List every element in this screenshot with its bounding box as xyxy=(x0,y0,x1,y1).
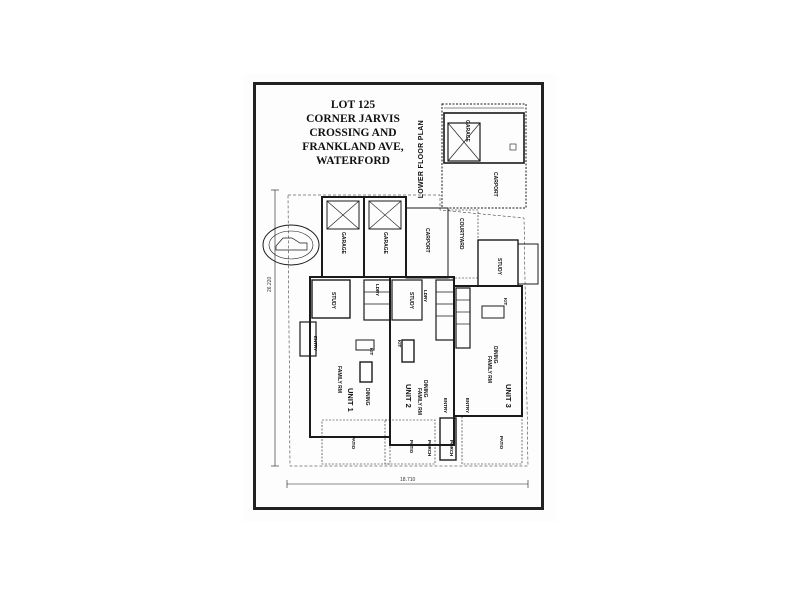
patio-2-label: PATIO xyxy=(409,440,414,454)
porch-3-label: PORCH xyxy=(449,440,454,456)
patio-1-label: PATIO xyxy=(351,436,356,450)
unit-1-walls xyxy=(299,276,391,465)
title-line-1: LOT 125 xyxy=(330,99,376,111)
garage-1-label: GARAGE xyxy=(340,232,346,255)
title-block: LOT 125 CORNER JARVIS CROSSING AND FRANK… xyxy=(290,98,416,168)
kit-1-label: KIT xyxy=(369,348,374,356)
title-line-4: FRANKLAND AVE, xyxy=(302,141,404,153)
courtyard-label: COURTYARD xyxy=(458,218,464,250)
entry-2-label: ENTRY xyxy=(443,398,448,413)
builder-seal xyxy=(262,224,320,266)
dining-1-label: DINING xyxy=(364,388,370,406)
overall-width-dimension: 18.710 xyxy=(400,477,416,483)
dining-2-label: DINING xyxy=(422,380,428,398)
garage-2-label: GARAGE xyxy=(382,232,388,255)
kit-2-label: KIT xyxy=(397,340,402,348)
title-line-5: WATERFORD xyxy=(316,155,390,167)
ldry-1-label: LDRY xyxy=(375,284,380,296)
kit-3-label: KIT xyxy=(503,298,508,306)
overall-depth-dimension: 26.220 xyxy=(267,276,273,292)
inset-garage-label: GARAGE xyxy=(464,120,470,143)
drawing-sheet xyxy=(243,74,556,522)
unit-2-label: UNIT 2 xyxy=(404,384,413,408)
family-2-label: FAMILY RM xyxy=(416,388,422,415)
study-1-label: STUDY xyxy=(330,292,336,310)
entry-1-label: ENTRY xyxy=(313,336,318,351)
study-2-label: STUDY xyxy=(408,292,414,310)
patio-3-label: PATIO xyxy=(499,436,504,450)
study-3-label: STUDY xyxy=(496,258,502,276)
garage-block xyxy=(321,196,449,279)
unit-2-walls xyxy=(384,276,457,465)
family-1-label: FAMILY RM xyxy=(336,366,342,393)
ldry-2-label: LDRY xyxy=(423,290,428,302)
title-line-2: CORNER JARVIS xyxy=(306,113,400,125)
porch-2-label: PORCH xyxy=(427,440,432,456)
unit-3-label: UNIT 3 xyxy=(504,384,513,408)
unit-1-label: UNIT 1 xyxy=(346,388,355,412)
entry-3-label: ENTRY xyxy=(465,398,470,413)
inset-carport-label: CARPORT xyxy=(492,172,498,197)
unit-3-walls xyxy=(453,239,539,465)
title-line-3: CROSSING AND xyxy=(309,127,397,139)
family-3-label: FAMILY RM xyxy=(486,356,492,383)
dining-3-label: DINING xyxy=(492,346,498,364)
inset-plan xyxy=(441,103,527,209)
drawing-border xyxy=(253,82,544,510)
carport-label: CARPORT xyxy=(424,228,430,253)
